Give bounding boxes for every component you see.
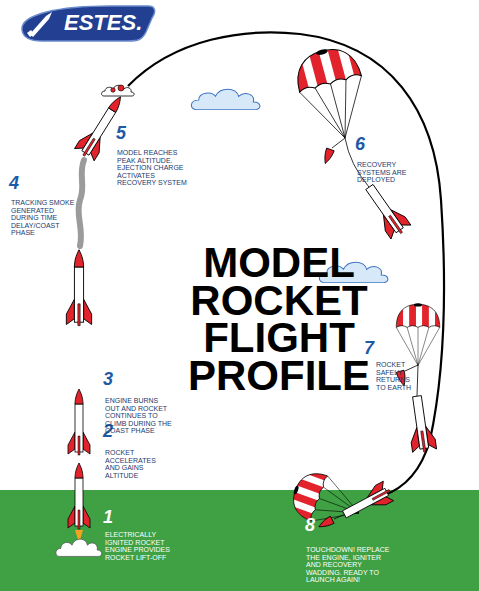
logo-badge [22,6,155,41]
rocket [68,463,90,529]
rocket [68,389,90,455]
smoke-trail [78,160,84,246]
parachute [396,303,440,366]
step-description: MODEL REACHES PEAK ALTITUDE. EJECTION CH… [117,149,189,187]
ejection-chute [118,85,124,91]
callout-number: 5 [116,124,126,142]
logo-rocket-fin [27,30,34,37]
diagram-title: MODEL ROCKET FLIGHT PROFILE [159,244,399,394]
step-description: ENGINE BURNS OUT AND ROCKET CONTINUES TO… [105,397,173,435]
ejection-puff [101,85,134,96]
rocket [66,250,91,326]
ejection-chute [111,88,115,92]
callout-number: 4 [9,174,19,192]
parachute [290,41,377,147]
step-description: ELECTRICALLY IGNITED ROCKET ENGINE PROVI… [105,531,173,561]
rocket-body [405,395,437,454]
callout-number: 1 [103,508,113,526]
rocket-body [359,180,411,240]
nose-cone [317,516,334,530]
parachute [286,466,368,535]
cloud [191,89,260,109]
callout-number: 8 [305,516,315,534]
callout-number: 3 [103,370,113,388]
ground-band [0,490,479,591]
flight-path [128,32,444,496]
step-description: ROCKET ACCELERATES AND GAINS ALTITUDE [105,449,161,479]
step-description: TRACKING SMOKE GENERATED DURING TIME DEL… [11,199,77,237]
step-description: ROCKET SAFELY RETURNS TO EARTH [376,361,414,391]
step-description: RECOVERY SYSTEMS ARE DEPLOYED [357,161,409,184]
callout-number: 7 [364,339,374,357]
rocket-body [339,481,394,524]
step-description: TOUCHDOWN! REPLACE THE ENGINE, IGNITER A… [306,546,392,584]
launch-smoke [56,539,102,556]
callout-number: 6 [355,135,365,153]
nose-cone [322,148,335,165]
brand-logo-text: ESTES. [64,11,154,35]
